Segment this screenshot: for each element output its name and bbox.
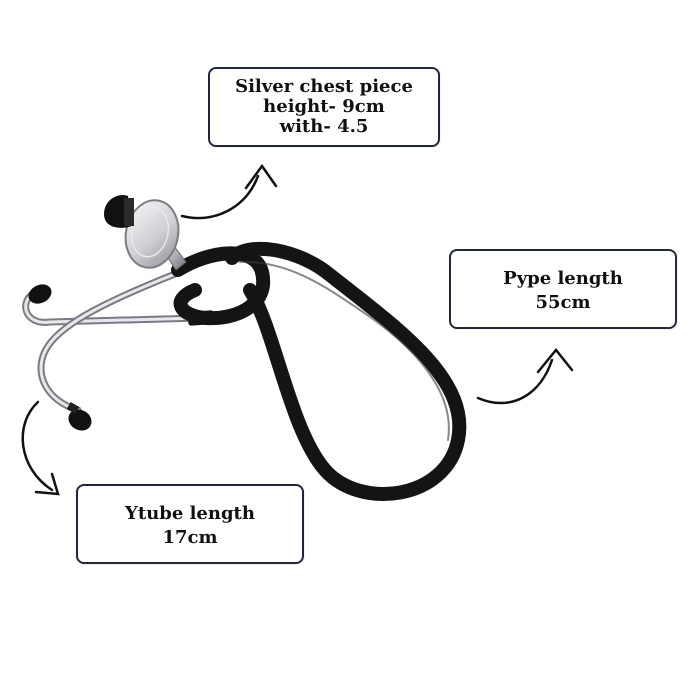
- ytube-length-value: 17cm: [162, 527, 218, 548]
- curved-arrow-icon: [180, 163, 278, 220]
- ear-tubes: [22, 270, 204, 414]
- pype-length-title: Pype length: [503, 268, 623, 289]
- rubber-tubing: [171, 241, 467, 501]
- ear-tip-lower: [66, 402, 92, 431]
- chest-piece-bell: [104, 194, 134, 228]
- chest-piece-height: height- 9cm: [263, 96, 385, 117]
- pype-length-value: 55cm: [535, 292, 591, 313]
- ytube-length-label: Ytube length 17cm: [76, 484, 304, 564]
- ear-tip-upper: [28, 284, 52, 304]
- chest-piece-width: with- 4.5: [279, 116, 369, 137]
- chest-piece-label: Silver chest piece height- 9cm with- 4.5: [208, 67, 440, 147]
- ytube-length-title: Ytube length: [125, 503, 255, 524]
- curved-arrow-icon: [21, 400, 60, 496]
- pype-length-label: Pype length 55cm: [449, 249, 677, 329]
- chest-piece-diaphragm: [124, 199, 180, 269]
- chest-piece-title: Silver chest piece: [235, 76, 413, 97]
- tube-collar: [187, 310, 215, 326]
- curved-arrow-icon: [476, 348, 574, 405]
